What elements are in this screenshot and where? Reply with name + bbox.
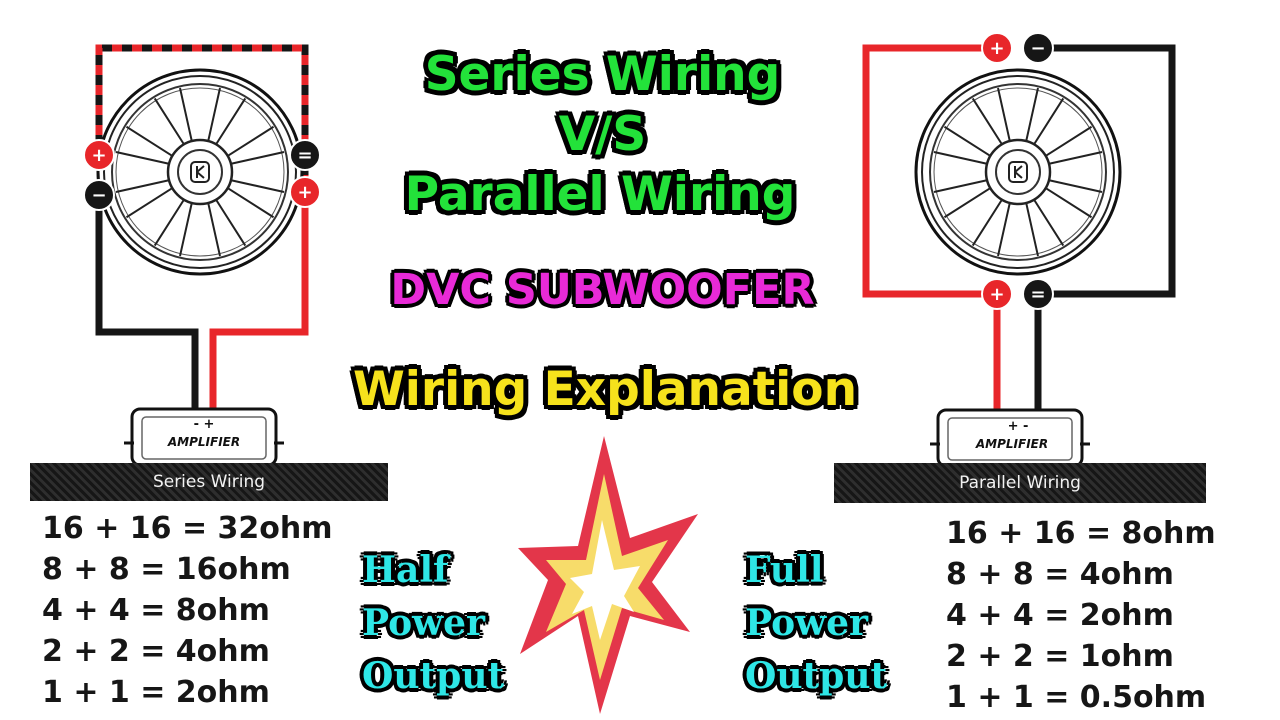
- parallel-power-line-3: Output: [745, 655, 888, 697]
- parallel-power-line-1: Full: [745, 549, 824, 591]
- parallel-terminal-pos-top: +: [981, 32, 1013, 64]
- series-bridge-wire: [95, 44, 309, 190]
- series-terminal-neg-2: =: [289, 139, 321, 171]
- series-ohm-list: 16 + 16 = 32ohm 8 + 8 = 16ohm 4 + 4 = 8o…: [42, 508, 333, 713]
- title-line-2: V/S: [558, 107, 647, 162]
- series-ohm-item: 8 + 8 = 16ohm: [42, 552, 291, 587]
- series-power-text: Half Power Output: [362, 544, 504, 703]
- series-ohm-item: 1 + 1 = 2ohm: [42, 675, 270, 710]
- series-terminal-pos-2: +: [289, 176, 321, 208]
- parallel-subwoofer-icon: [914, 68, 1122, 276]
- title-line-3: Parallel Wiring: [404, 167, 796, 222]
- parallel-terminal-pos-bottom: +: [981, 278, 1013, 310]
- parallel-power-text: Full Power Output: [745, 544, 887, 703]
- series-ohm-item: 4 + 4 = 8ohm: [42, 593, 270, 628]
- svg-text:+: +: [989, 38, 1004, 59]
- parallel-amp-terminals: + -: [1008, 419, 1029, 434]
- series-amplifier-label: AMPLIFIER: [167, 435, 240, 449]
- parallel-terminal-neg-top: −: [1022, 32, 1054, 64]
- parallel-ohm-item: 16 + 16 = 8ohm: [946, 516, 1216, 551]
- series-banner: Series Wiring: [30, 463, 388, 501]
- tagline: Wiring Explanation: [352, 362, 858, 417]
- svg-text:+: +: [91, 145, 106, 166]
- parallel-negative-wire: [1034, 44, 1176, 410]
- parallel-ohm-list: 16 + 16 = 8ohm 8 + 8 = 4ohm 4 + 4 = 2ohm…: [946, 513, 1216, 718]
- series-ohm-item: 16 + 16 = 32ohm: [42, 511, 333, 546]
- svg-text:=: =: [1030, 284, 1045, 305]
- title-line-1: Series Wiring: [424, 47, 781, 102]
- parallel-terminal-neg-bottom: =: [1022, 278, 1054, 310]
- subtitle: DVC SUBWOOFER: [390, 265, 815, 315]
- series-power-line-1: Half: [362, 549, 449, 591]
- series-negative-wire: [95, 195, 199, 408]
- parallel-amplifier-label: AMPLIFIER: [975, 437, 1048, 451]
- series-amp-terminals: - +: [194, 417, 215, 432]
- series-power-line-2: Power: [362, 602, 485, 644]
- parallel-ohm-item: 4 + 4 = 2ohm: [946, 598, 1174, 633]
- svg-text:+: +: [989, 284, 1004, 305]
- svg-text:=: =: [297, 145, 312, 166]
- parallel-positive-wire: [862, 44, 1001, 410]
- parallel-power-line-2: Power: [745, 602, 868, 644]
- series-terminal-pos-1: +: [83, 139, 115, 171]
- series-terminal-neg-1: −: [83, 179, 115, 211]
- series-ohm-item: 2 + 2 = 4ohm: [42, 634, 270, 669]
- parallel-ohm-item: 8 + 8 = 4ohm: [946, 557, 1174, 592]
- series-positive-wire: [209, 190, 309, 408]
- svg-text:+: +: [297, 182, 312, 203]
- parallel-ohm-item: 1 + 1 = 0.5ohm: [946, 680, 1207, 715]
- parallel-ohm-item: 2 + 2 = 1ohm: [946, 639, 1174, 674]
- svg-text:−: −: [1030, 38, 1045, 59]
- svg-text:−: −: [91, 185, 106, 206]
- explosion-burst-icon: [518, 436, 698, 714]
- series-power-line-3: Output: [362, 655, 505, 697]
- parallel-banner: Parallel Wiring: [834, 463, 1206, 503]
- series-subwoofer-icon: [96, 68, 304, 276]
